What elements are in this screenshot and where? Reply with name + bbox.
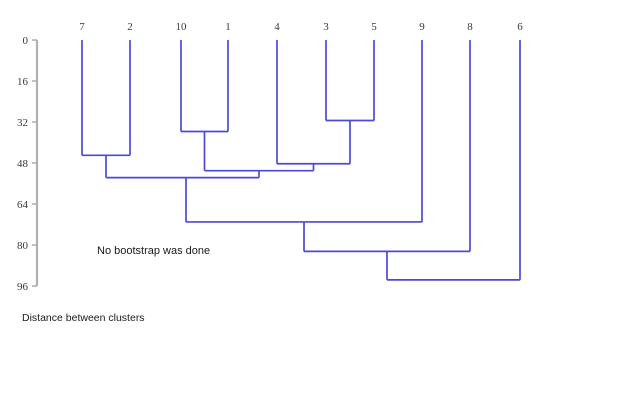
y-axis-tick-label: 16 xyxy=(17,76,29,88)
leaf-label-9: 9 xyxy=(419,21,425,33)
leaf-label-6: 6 xyxy=(517,21,523,33)
y-axis-tick-label: 96 xyxy=(17,281,29,293)
y-axis-tick-label: 0 xyxy=(23,35,29,47)
y-axis-tick-label: 48 xyxy=(17,158,29,170)
leaf-label-1: 1 xyxy=(225,21,231,33)
axis-caption: Distance between clusters xyxy=(22,312,145,324)
leaf-label-7: 7 xyxy=(79,21,85,33)
y-axis-tick-label: 80 xyxy=(17,240,29,252)
leaf-label-4: 4 xyxy=(274,21,280,33)
leaf-label-5: 5 xyxy=(371,21,377,33)
leaf-label-10: 10 xyxy=(176,21,188,33)
y-axis-tick-label: 32 xyxy=(17,117,28,129)
leaf-label-3: 3 xyxy=(323,21,329,33)
leaf-label-8: 8 xyxy=(467,21,473,33)
y-axis: 0 16 32 48 64 80 96 xyxy=(17,35,39,293)
dendrogram-links xyxy=(81,40,521,281)
y-axis-tick-label: 64 xyxy=(17,199,29,211)
bootstrap-annotation: No bootstrap was done xyxy=(97,245,210,257)
leaf-label-2: 2 xyxy=(127,21,133,33)
leaf-labels: 7 2 10 1 4 3 5 9 8 6 xyxy=(79,21,523,33)
